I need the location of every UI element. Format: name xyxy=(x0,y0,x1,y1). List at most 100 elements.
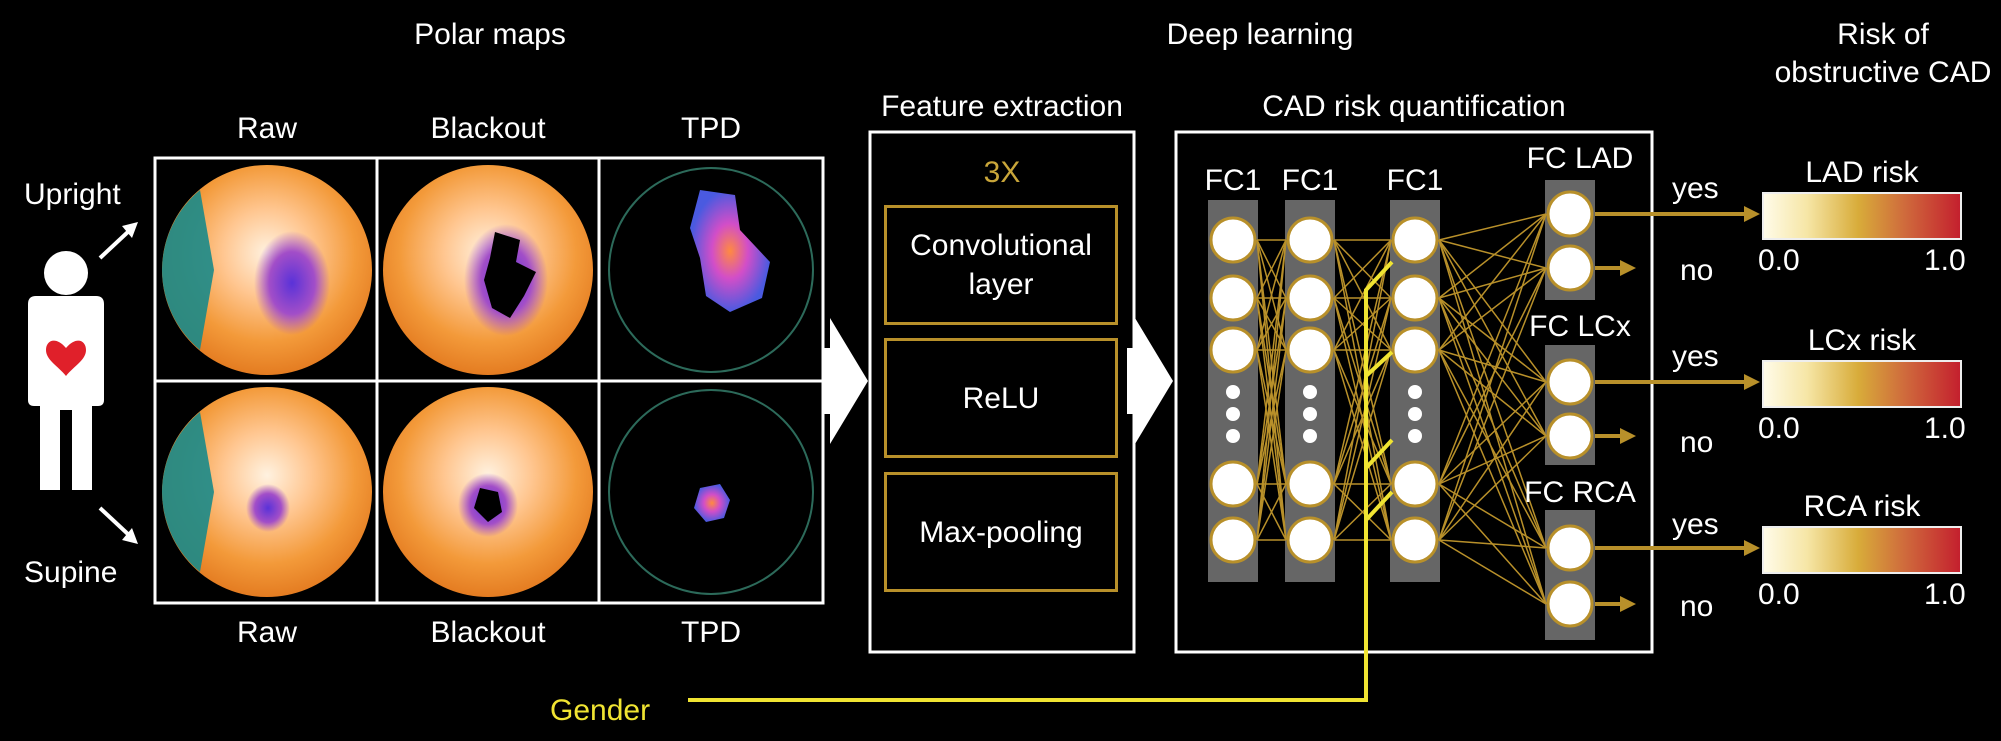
nn-edge xyxy=(1256,239,1287,299)
lcx-risk-title: LCx risk xyxy=(1807,324,1917,357)
nn-edge-output xyxy=(1438,213,1547,351)
lad-risk-bar xyxy=(1762,192,1962,240)
gender-input-line xyxy=(688,260,1394,702)
nn-node xyxy=(1286,216,1334,264)
fc1-col3-label: FC1 xyxy=(1386,164,1444,197)
arrow-to-feature xyxy=(818,318,868,338)
heart-icon xyxy=(46,340,86,376)
nn-edge xyxy=(1333,349,1392,541)
nn-edge-output xyxy=(1438,297,1547,605)
nn-edge-output xyxy=(1438,239,1547,383)
polar-map-tpd-supine xyxy=(608,389,814,595)
lcx-yes-label: yes xyxy=(1672,340,1719,373)
nn-node xyxy=(1286,516,1334,564)
nn-ellipsis-dot xyxy=(1303,407,1317,421)
polar-top-label-blackout: Blackout xyxy=(430,112,546,145)
nn-ellipsis-dots xyxy=(1226,385,1422,443)
polar-map-raw-supine xyxy=(162,387,372,597)
rca-no-label: no xyxy=(1680,590,1714,623)
cad-risk-title: CAD risk quantification xyxy=(1262,90,1566,123)
supine-arrow xyxy=(98,506,138,544)
header-polar-maps: Polar maps xyxy=(414,18,566,51)
nn-edge-output xyxy=(1438,435,1547,541)
polar-bottom-label-raw: Raw xyxy=(236,616,298,649)
nn-edge xyxy=(1256,483,1287,541)
nn-node xyxy=(1209,274,1257,322)
polar-map-blackout-upright xyxy=(383,165,593,375)
upright-label: Upright xyxy=(24,178,121,211)
fc-lcx-label: FC LCx xyxy=(1529,310,1631,343)
lad-yes-label: yes xyxy=(1672,172,1719,205)
nn-edge-output xyxy=(1438,539,1547,605)
nn-edge-output xyxy=(1438,381,1547,485)
nn-node xyxy=(1209,460,1257,508)
person-icon xyxy=(28,251,104,490)
nn-node xyxy=(1391,516,1439,564)
fc-rca-label: FC RCA xyxy=(1524,476,1636,509)
header-risk-line1: Risk of xyxy=(1837,18,1929,51)
rca-yes-label: yes xyxy=(1672,508,1719,541)
nn-ellipsis-dot xyxy=(1408,429,1422,443)
nn-node xyxy=(1209,516,1257,564)
nn-edge-output xyxy=(1438,213,1547,485)
nn-ellipsis-dot xyxy=(1408,407,1422,421)
arrow-to-cad xyxy=(1127,318,1173,444)
output-arrows xyxy=(1595,206,1760,612)
nn-node xyxy=(1209,326,1257,374)
nn-node xyxy=(1391,460,1439,508)
nn-edge-output xyxy=(1438,213,1547,541)
lad-risk-title: LAD risk xyxy=(1805,156,1919,189)
layer-relu: ReLU xyxy=(884,338,1118,458)
nn-ellipsis-dot xyxy=(1408,385,1422,399)
cad-risk-box xyxy=(1174,130,1654,654)
nn-ellipsis-dot xyxy=(1303,429,1317,443)
nn-node xyxy=(1391,216,1439,264)
polar-bottom-label-tpd: TPD xyxy=(681,616,741,649)
nn-edge-output xyxy=(1438,239,1547,549)
polar-top-label-tpd: TPD xyxy=(681,112,741,145)
rca-risk-max: 1.0 xyxy=(1924,578,1966,611)
layer-convolutional: Convolutional layer xyxy=(884,205,1118,325)
nn-edge-output xyxy=(1438,239,1547,269)
nn-node xyxy=(1391,274,1439,322)
nn-edge-output xyxy=(1438,267,1547,351)
fc-lad-label: FC LAD xyxy=(1526,142,1634,175)
nn-edge-output xyxy=(1438,539,1547,549)
rca-risk-bar xyxy=(1762,526,1962,574)
lad-risk-max: 1.0 xyxy=(1924,244,1966,277)
gender-label: Gender xyxy=(550,694,651,727)
lad-no-label: no xyxy=(1680,254,1714,287)
nn-edge-output xyxy=(1438,267,1547,541)
nn-edge xyxy=(1333,239,1392,541)
arrow-to-feature-extraction xyxy=(823,318,868,444)
nn-edge xyxy=(1256,239,1287,485)
polar-map-tpd-upright xyxy=(608,167,814,373)
layer-max-pooling: Max-pooling xyxy=(884,472,1118,592)
nn-edge xyxy=(1333,239,1392,299)
polar-map-grid xyxy=(153,156,825,605)
nn-edge-output xyxy=(1438,239,1547,437)
header-risk-line2: obstructive CAD xyxy=(1774,56,1992,89)
nn-output-node xyxy=(1546,244,1594,292)
nn-output-node xyxy=(1546,190,1594,238)
nn-ellipsis-dot xyxy=(1303,385,1317,399)
feature-repeat-label: 3X xyxy=(983,156,1021,189)
feature-extraction-title: Feature extraction xyxy=(881,90,1123,123)
nn-edge-output xyxy=(1438,297,1547,383)
nn-edge-output xyxy=(1438,297,1547,437)
nn-node xyxy=(1391,326,1439,374)
lcx-no-label: no xyxy=(1680,426,1714,459)
nn-edge xyxy=(1333,239,1392,351)
nn-edge xyxy=(1333,297,1392,541)
nn-ellipsis-dot xyxy=(1226,407,1240,421)
fc1-col2-label: FC1 xyxy=(1281,164,1339,197)
nn-node xyxy=(1286,274,1334,322)
nn-edge xyxy=(1256,297,1287,541)
polar-map-raw-upright xyxy=(162,165,372,375)
nn-output-node xyxy=(1546,580,1594,628)
nn-edges xyxy=(1256,213,1547,605)
nn-edge xyxy=(1256,239,1287,541)
polar-top-label-raw: Raw xyxy=(236,112,298,145)
nn-node xyxy=(1286,460,1334,508)
